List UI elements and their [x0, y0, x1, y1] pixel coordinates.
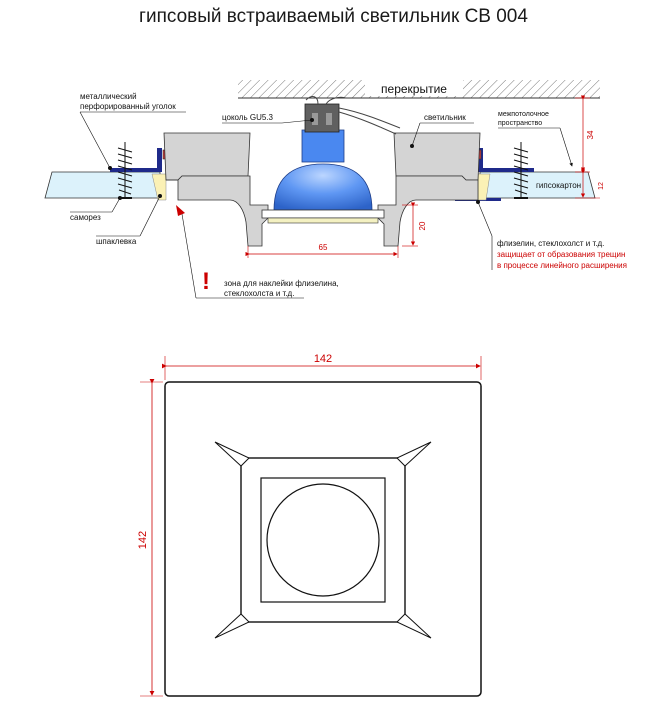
corner-spikes — [214, 441, 432, 639]
plaster-body-left — [163, 132, 269, 247]
top-view: 142 142 — [137, 353, 482, 697]
callout-putty: шпаклевка — [96, 194, 162, 246]
lamp-opening-circle — [266, 483, 380, 597]
putty-left — [151, 173, 167, 201]
zone-label-line2: стеклохолста и т.д. — [224, 289, 294, 298]
fixture-label: светильник — [424, 113, 466, 122]
dimension-34-label: 34 — [586, 130, 595, 139]
dimension-20-label: 20 — [418, 221, 427, 230]
screw-left — [117, 142, 133, 199]
socket-gu53 — [304, 96, 401, 135]
interceiling-label-line2: пространство — [498, 120, 542, 127]
fleece-label-line3: в процессе линейного расширения — [497, 261, 627, 270]
ceiling-slab: перекрытие — [238, 80, 600, 99]
section-view: перекрытие — [44, 80, 627, 299]
drywall-label: гипсокартон — [536, 181, 581, 190]
callout-fixture: светильник — [410, 113, 474, 148]
callout-fleece: флизелин, стеклохолст и т.д. защищает от… — [476, 200, 627, 270]
dimension-width-label: 142 — [314, 353, 332, 365]
metal-corner-profile-left — [110, 148, 162, 172]
fleece-label-line1: флизелин, стеклохолст и т.д. — [497, 239, 604, 248]
dimension-12-label: 12 — [598, 182, 605, 190]
metal-corner-label-line1: металлический — [80, 92, 137, 101]
screw-right — [513, 142, 529, 199]
putty-label: шпаклевка — [96, 237, 137, 246]
callout-socket: цоколь GU5.3 — [222, 113, 314, 124]
diagram-title: гипсовый встраиваемый светильник СВ 004 — [139, 6, 528, 27]
screw-label: саморез — [70, 213, 101, 222]
callout-metal-corner: металлический перфорированный уголок — [79, 92, 186, 170]
socket-label: цоколь GU5.3 — [222, 113, 274, 122]
dimension-depth: 20 — [402, 202, 427, 247]
callout-interceiling: межпотолочное пространство — [498, 111, 573, 167]
callout-screw: саморез — [70, 196, 122, 222]
drywall-board-left — [44, 171, 161, 199]
dimension-interceiling: 34 — [575, 95, 595, 173]
zone-label-line1: зона для наклейки флизелина, — [224, 279, 339, 288]
dimension-height-label: 142 — [137, 531, 149, 549]
dimension-65-label: 65 — [319, 243, 328, 252]
ceiling-label: перекрытие — [381, 82, 447, 96]
warning-exclamation: ! — [202, 268, 210, 295]
dimension-width: 142 — [162, 353, 482, 380]
plaster-body-right — [377, 132, 481, 247]
callout-zone: ! зона для наклейки флизелина, стеклохол… — [176, 205, 339, 299]
metal-corner-label-line2: перфорированный уголок — [80, 102, 176, 111]
dimension-height: 142 — [137, 379, 163, 697]
fleece-label-line2: защищает от образования трещин — [497, 250, 625, 259]
interceiling-label-line1: межпотолочное — [498, 111, 549, 118]
dimension-opening: 65 — [245, 243, 399, 258]
callout-drywall: гипсокартон — [536, 181, 581, 190]
dimension-drywall-thickness: 12 — [575, 169, 605, 199]
lamp — [261, 129, 385, 224]
